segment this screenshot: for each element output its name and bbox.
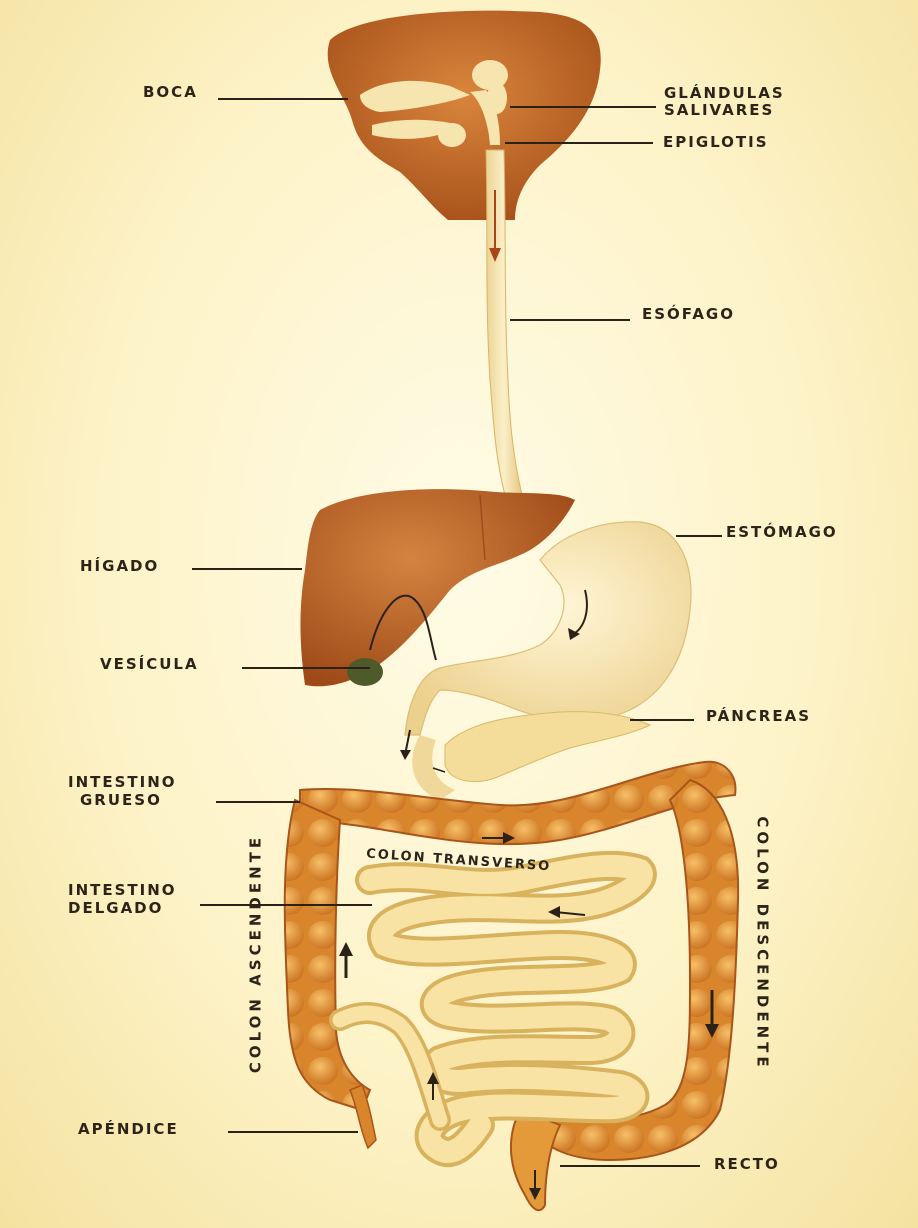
label-apendice: APÉNDICE	[78, 1121, 179, 1138]
label-int-delgado-2: DELGADO	[68, 900, 163, 917]
leader-recto	[560, 1165, 700, 1167]
leader-higado	[192, 568, 302, 570]
leader-apendice	[228, 1131, 358, 1133]
leader-int-delgado	[200, 904, 372, 906]
label-epiglotis: EPIGLOTIS	[663, 134, 769, 151]
leader-estomago	[676, 535, 722, 537]
gallbladder-shape	[347, 658, 383, 686]
leader-esofago	[510, 319, 630, 321]
label-int-grueso-2: GRUESO	[80, 792, 162, 809]
small-intestine-shape	[340, 866, 642, 1152]
leader-glandulas	[510, 106, 656, 108]
label-boca: BOCA	[143, 84, 198, 101]
transverse-colon-shape	[300, 762, 735, 844]
label-int-grueso-1: INTESTINO	[68, 774, 177, 791]
label-recto: RECTO	[714, 1156, 780, 1173]
label-estomago: ESTÓMAGO	[726, 524, 838, 541]
label-higado: HÍGADO	[80, 558, 159, 575]
head-region	[328, 11, 601, 220]
leader-epiglotis	[505, 142, 653, 144]
appendix-shape	[350, 1085, 376, 1148]
leader-pancreas	[630, 719, 694, 721]
label-pancreas: PÁNCREAS	[706, 708, 811, 725]
label-glandulas-2: SALIVARES	[664, 102, 774, 119]
label-vesicula: VESÍCULA	[100, 656, 199, 673]
label-colon-descendente: COLON DESCENDENTE	[754, 794, 771, 1094]
leader-boca	[218, 98, 348, 100]
ascending-colon-shape	[285, 800, 370, 1110]
label-int-delgado-1: INTESTINO	[68, 882, 177, 899]
pancreas-shape	[445, 712, 650, 782]
label-colon-ascendente: COLON ASCENDENTE	[248, 804, 265, 1104]
label-esofago: ESÓFAGO	[642, 306, 735, 323]
leader-vesicula	[242, 667, 370, 669]
label-glandulas-1: GLÁNDULAS	[664, 85, 785, 102]
